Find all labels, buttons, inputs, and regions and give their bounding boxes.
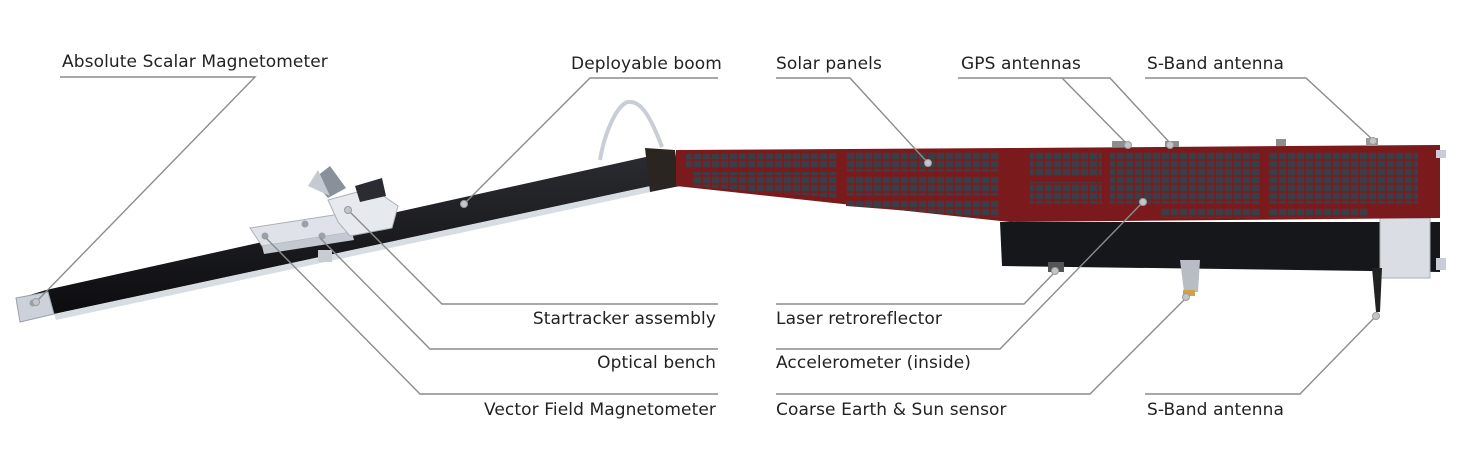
- leader-coarse-earth-sun-sensor: [776, 297, 1187, 395]
- label-startracker-assembly: Startracker assembly: [532, 309, 716, 329]
- leader-absolute-scalar-magnetometer: [35, 76, 257, 303]
- leader-s-band-antenna-top: [1145, 77, 1374, 141]
- label-vector-field-magnetometer: Vector Field Magnetometer: [483, 400, 716, 420]
- label-deployable-boom: Deployable boom: [571, 54, 722, 74]
- leader-deployable-boom: [463, 77, 718, 205]
- leader-gps-antenna-2: [1062, 77, 1171, 144]
- label-accelerometer: Accelerometer (inside): [776, 353, 972, 373]
- optical-bench-assembly: [249, 166, 399, 262]
- anchor-dots: [32, 137, 1380, 320]
- leader-vector-field-magnetometer: [265, 237, 718, 395]
- absolute-scalar-magnetometer-tip: [15, 291, 55, 323]
- satellite-body: [1000, 217, 1440, 312]
- leader-accelerometer: [776, 201, 1144, 350]
- leader-lines: [35, 76, 1377, 395]
- label-s-band-antenna-top: S-Band antenna: [1147, 54, 1285, 74]
- solar-panel-array: [676, 138, 1446, 270]
- leader-gps-antenna-1: [958, 77, 1129, 146]
- leader-startracker: [347, 209, 718, 305]
- label-absolute-scalar-magnetometer: Absolute Scalar Magnetometer: [62, 52, 328, 72]
- leader-s-band-antenna-bottom: [1145, 315, 1377, 395]
- label-gps-antennas: GPS antennas: [961, 54, 1081, 74]
- label-s-band-antenna-bottom: S-Band antenna: [1147, 400, 1285, 420]
- leader-solar-panels: [776, 77, 929, 164]
- leader-optical-bench: [319, 237, 718, 350]
- label-coarse-earth-sun-sensor: Coarse Earth & Sun sensor: [776, 400, 1007, 420]
- label-laser-retroreflector: Laser retroreflector: [776, 309, 942, 329]
- leader-laser-retroreflector: [776, 271, 1056, 305]
- label-optical-bench: Optical bench: [597, 353, 716, 373]
- label-solar-panels: Solar panels: [776, 54, 882, 74]
